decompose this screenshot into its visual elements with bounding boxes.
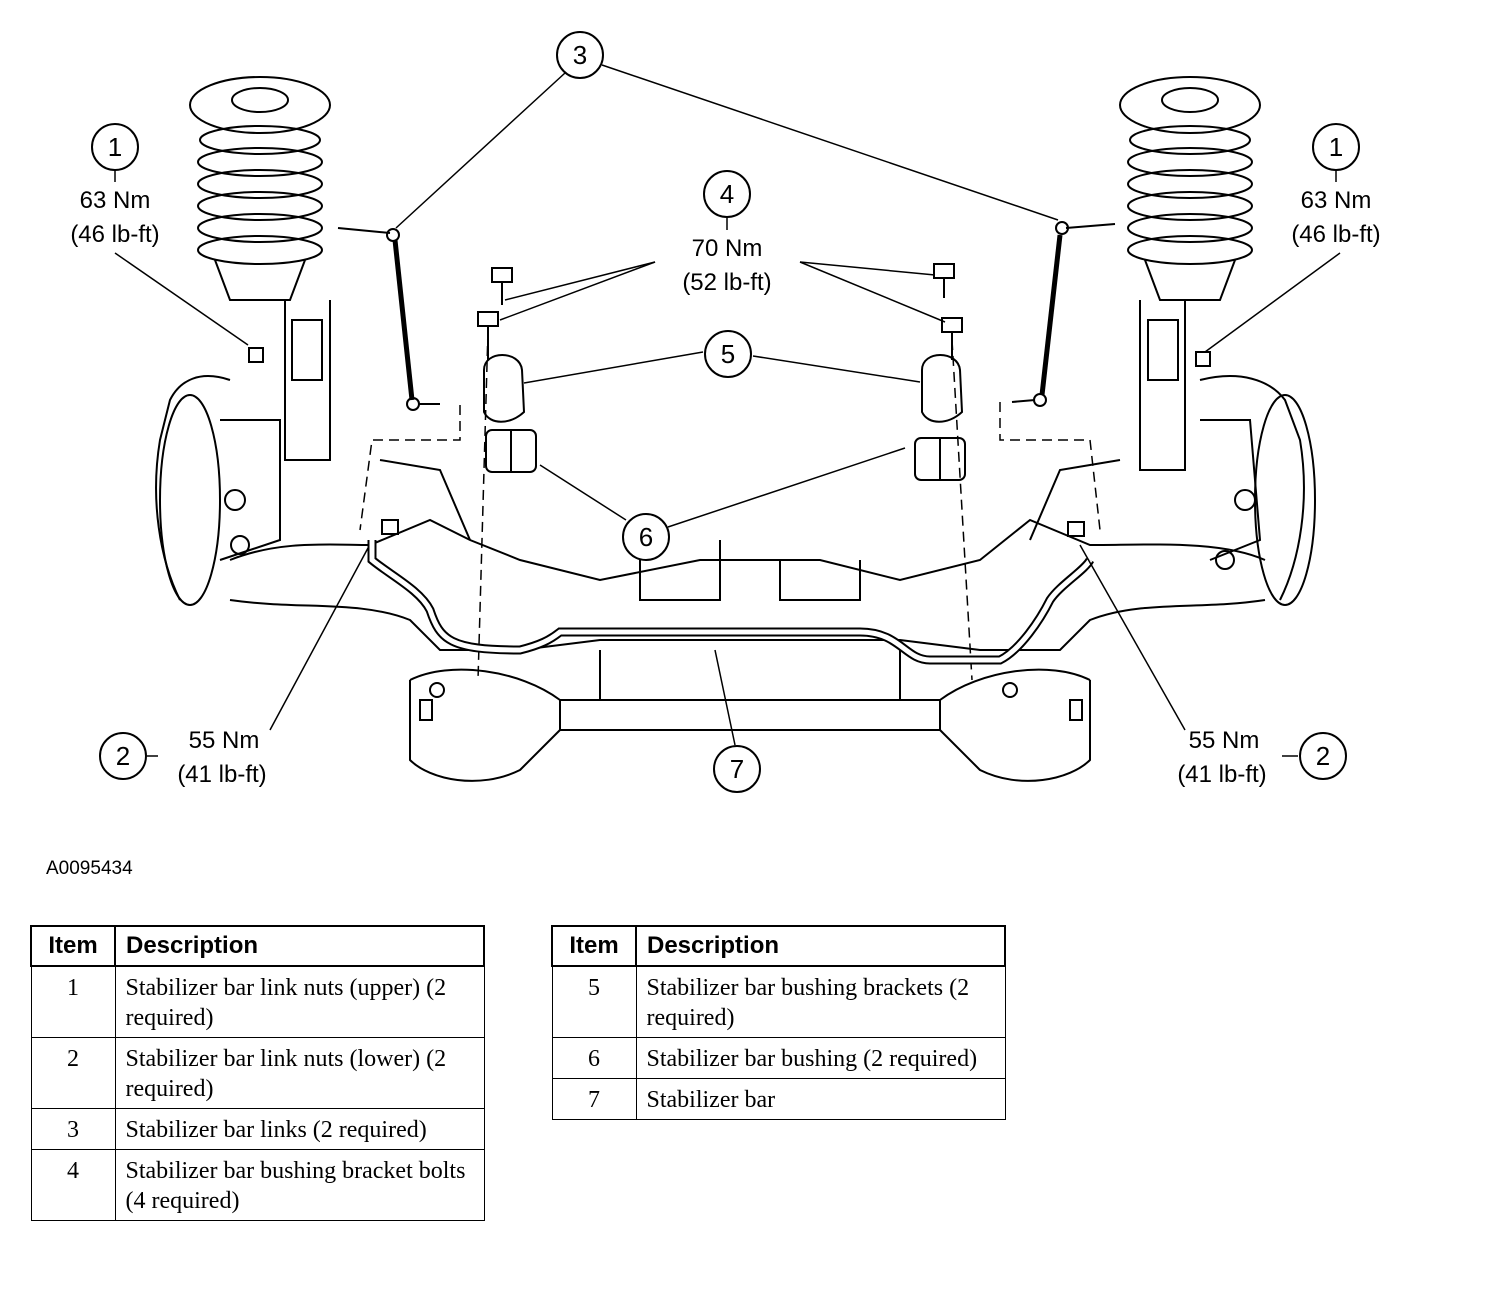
table-row: 3 Stabilizer bar links (2 required) [30, 1108, 485, 1150]
table-row: 7 Stabilizer bar [551, 1078, 1006, 1120]
stabilizer-bar [367, 519, 1095, 665]
figure-id: A0095434 [46, 858, 133, 879]
stabilizer-bar-link-right [1011, 221, 1116, 407]
table-row: 5 Stabilizer bar bushing brackets (2 req… [551, 965, 1006, 1038]
callout-4-torque-lbft: (52 lb-ft) [682, 269, 771, 296]
item-description: Stabilizer bar bushing brackets (2 requi… [635, 965, 1006, 1038]
parts-table-right: Item Description 5 Stabilizer bar bushin… [551, 925, 1006, 1120]
callout-2-right-torque-lbft: (41 lb-ft) [1177, 761, 1266, 788]
callout-2-left-number: 2 [116, 741, 130, 771]
table-row: 4 Stabilizer bar bushing bracket bolts (… [30, 1149, 485, 1221]
callout-1-left-torque-nm: 63 Nm [80, 187, 151, 214]
column-header-item: Item [551, 925, 637, 967]
table-header-row: Item Description [30, 925, 485, 967]
bushings [485, 429, 966, 481]
parts-table-left: Item Description 1 Stabilizer bar link n… [30, 925, 485, 1221]
left-strut-assembly [155, 76, 331, 606]
callout-2-left-torque-nm: 55 Nm [189, 727, 260, 754]
column-header-description: Description [114, 925, 485, 967]
leader-lines [114, 64, 1341, 757]
callout-4-number: 4 [720, 179, 734, 209]
table-row: 6 Stabilizer bar bushing (2 required) [551, 1037, 1006, 1079]
table-row: 2 Stabilizer bar link nuts (lower) (2 re… [30, 1037, 485, 1109]
callout-circles [91, 31, 1360, 793]
callout-1-left-number: 1 [108, 132, 122, 162]
callout-4-torque-nm: 70 Nm [692, 235, 763, 262]
item-description: Stabilizer bar bushing bracket bolts (4 … [114, 1149, 485, 1221]
centerlines [359, 329, 1101, 681]
callout-1-right-number: 1 [1329, 132, 1343, 162]
callout-1-right-torque-lbft: (46 lb-ft) [1291, 221, 1380, 248]
item-description: Stabilizer bar bushing (2 required) [635, 1037, 1006, 1079]
item-description: Stabilizer bar links (2 required) [114, 1108, 485, 1150]
bushing-bracket-bolts [477, 263, 963, 360]
table-row: 1 Stabilizer bar link nuts (upper) (2 re… [30, 965, 485, 1038]
callout-5-number: 5 [721, 339, 735, 369]
stabilizer-bar-link-left [337, 227, 440, 411]
item-number: 7 [551, 1078, 637, 1120]
callout-7-number: 7 [730, 754, 744, 784]
callout-1-right-torque-nm: 63 Nm [1301, 187, 1372, 214]
subframe [229, 459, 1266, 782]
exploded-view-diagram: 3 1 1 4 5 6 2 2 7 63 Nm (46 lb-ft) 63 Nm… [70, 31, 1381, 793]
callout-2-left-torque-lbft: (41 lb-ft) [177, 761, 266, 788]
callout-1-left-torque-lbft: (46 lb-ft) [70, 221, 159, 248]
item-description: Stabilizer bar link nuts (lower) (2 requ… [114, 1037, 485, 1109]
right-strut-assembly [1119, 76, 1316, 606]
column-header-item: Item [30, 925, 116, 967]
item-number: 5 [551, 965, 637, 1038]
item-number: 2 [30, 1037, 116, 1109]
table-header-row: Item Description [551, 925, 1006, 967]
column-header-description: Description [635, 925, 1006, 967]
callout-2-right-number: 2 [1316, 741, 1330, 771]
callout-2-right-torque-nm: 55 Nm [1189, 727, 1260, 754]
item-description: Stabilizer bar [635, 1078, 1006, 1120]
item-number: 1 [30, 965, 116, 1038]
link-nuts [248, 347, 1211, 367]
item-number: 4 [30, 1149, 116, 1221]
callout-3-number: 3 [573, 40, 587, 70]
item-number: 6 [551, 1037, 637, 1079]
bushing-brackets [483, 354, 964, 423]
item-description: Stabilizer bar link nuts (upper) (2 requ… [114, 965, 485, 1038]
callout-6-number: 6 [639, 522, 653, 552]
item-number: 3 [30, 1108, 116, 1150]
